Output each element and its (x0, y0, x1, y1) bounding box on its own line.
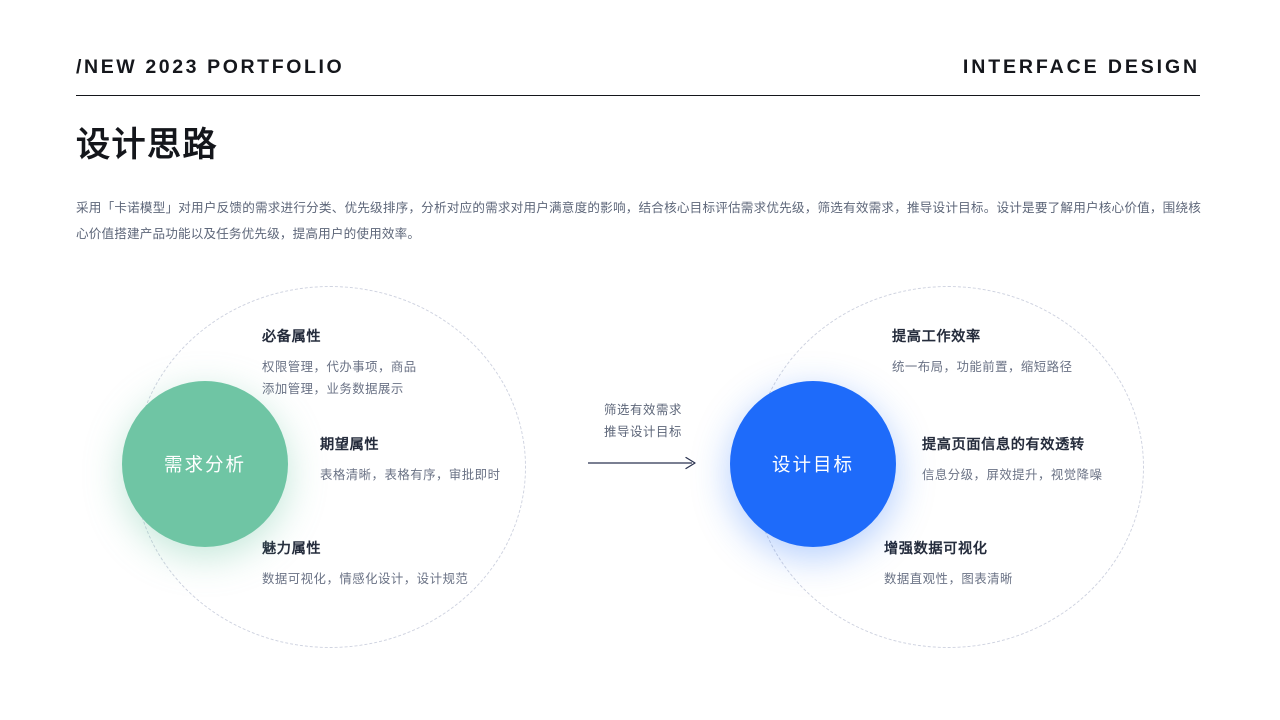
page-title: 设计思路 (76, 126, 218, 164)
header-left-label: /NEW 2023 PORTFOLIO (76, 56, 345, 78)
left-item-1-desc-line1: 权限管理，代办事项，商品 (262, 359, 417, 374)
right-item-1: 提高工作效率 统一布局，功能前置，缩短路径 (892, 328, 1072, 377)
kano-diagram: 必备属性 权限管理，代办事项，商品 添加管理，业务数据展示 期望属性 表格清晰，… (0, 278, 1280, 658)
requirement-analysis-circle: 需求分析 (122, 381, 288, 547)
left-item-1-title: 必备属性 (262, 329, 322, 345)
right-item-1-title: 提高工作效率 (892, 329, 981, 345)
right-item-3-title: 增强数据可视化 (884, 541, 988, 557)
right-item-3-desc-line1: 数据直观性，图表清晰 (884, 571, 1013, 586)
left-item-2-desc-line1: 表格清晰，表格有序，审批即时 (320, 467, 501, 482)
requirement-analysis-label: 需求分析 (163, 454, 246, 475)
right-item-1-desc-line1: 统一布局，功能前置，缩短路径 (892, 359, 1073, 374)
header-divider (76, 95, 1200, 96)
right-item-2-desc-line1: 信息分级，屏效提升，视觉降噪 (922, 467, 1103, 482)
arrow-right-icon (588, 456, 696, 470)
header-right-label: INTERFACE DESIGN (962, 56, 1200, 78)
left-item-2-title: 期望属性 (320, 437, 380, 453)
right-item-2: 提高页面信息的有效透转 信息分级，屏效提升，视觉降噪 (922, 436, 1102, 485)
connector-line-1: 筛选有效需求 (604, 403, 682, 417)
left-item-1: 必备属性 权限管理，代办事项，商品 添加管理，业务数据展示 (262, 328, 417, 400)
design-goal-label: 设计目标 (771, 454, 854, 475)
connector-caption: 筛选有效需求 推导设计目标 (578, 400, 708, 443)
connector-line-2: 推导设计目标 (604, 424, 682, 439)
left-item-3-desc-line1: 数据可视化，情感化设计，设计规范 (262, 571, 469, 586)
slide-header: /NEW 2023 PORTFOLIO INTERFACE DESIGN (76, 56, 1200, 98)
left-item-2: 期望属性 表格清晰，表格有序，审批即时 (320, 436, 500, 485)
design-goal-circle: 设计目标 (730, 381, 896, 547)
left-item-3: 魅力属性 数据可视化，情感化设计，设计规范 (262, 540, 468, 589)
left-item-3-title: 魅力属性 (262, 541, 322, 557)
right-item-3: 增强数据可视化 数据直观性，图表清晰 (884, 540, 1013, 589)
right-item-2-title: 提高页面信息的有效透转 (922, 437, 1085, 453)
intro-paragraph: 采用「卡诺模型」对用户反馈的需求进行分类、优先级排序，分析对应的需求对用户满意度… (76, 201, 1201, 241)
left-item-1-desc-line2: 添加管理，业务数据展示 (262, 382, 404, 397)
